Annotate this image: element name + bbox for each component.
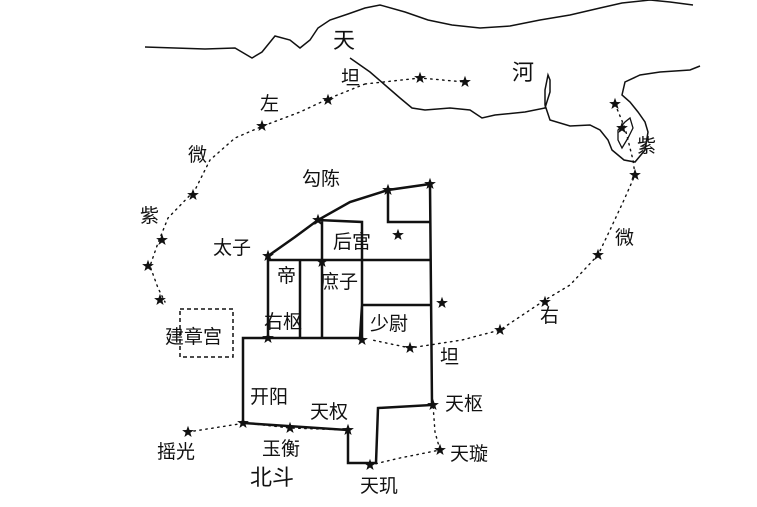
label-yaoguang: 摇光 bbox=[157, 441, 195, 463]
star-icon bbox=[404, 341, 416, 353]
star-icon bbox=[256, 119, 268, 131]
label-di: 帝 bbox=[277, 265, 296, 287]
star-icon bbox=[592, 248, 604, 260]
star-icon bbox=[262, 249, 274, 261]
star-icon bbox=[187, 188, 199, 200]
label-shaowei: 少尉 bbox=[370, 313, 408, 335]
star-icon bbox=[424, 177, 436, 189]
star-icon bbox=[414, 71, 426, 83]
star-icon bbox=[494, 323, 506, 335]
label-tan-right: 坦 bbox=[440, 346, 459, 368]
jianzhang-dashed-box bbox=[179, 308, 234, 358]
label-tianxuan: 天璇 bbox=[450, 443, 488, 465]
right-wall-dotted-line bbox=[371, 103, 636, 349]
star-icon bbox=[434, 443, 446, 455]
star-icon bbox=[382, 183, 394, 195]
star-icon bbox=[316, 255, 328, 267]
label-zuo: 左 bbox=[260, 93, 279, 115]
star-icon bbox=[609, 97, 621, 109]
gouchen-curve bbox=[267, 182, 431, 258]
milky-way-lower-edge bbox=[349, 57, 701, 163]
star-icon bbox=[262, 331, 274, 343]
label-tan-top: 坦 bbox=[341, 67, 360, 89]
label-wei-right: 微 bbox=[615, 227, 634, 249]
star-icon bbox=[154, 293, 166, 305]
star-icon bbox=[322, 93, 334, 105]
label-tianshu: 天枢 bbox=[445, 393, 483, 415]
star-icon bbox=[142, 259, 154, 271]
label-he: 河 bbox=[512, 61, 534, 86]
star-icon bbox=[616, 121, 628, 133]
star-icon bbox=[392, 228, 404, 240]
milky-way-inner-notch bbox=[617, 116, 634, 150]
label-yuheng: 玉衡 bbox=[262, 438, 300, 460]
star-icon bbox=[182, 425, 194, 437]
milky-way-upper-edge bbox=[144, 0, 694, 59]
label-you: 右 bbox=[540, 305, 559, 327]
label-tian: 天 bbox=[333, 29, 355, 54]
label-taizi: 太子 bbox=[213, 237, 251, 259]
star-icon bbox=[436, 296, 448, 308]
star-icon bbox=[539, 295, 551, 307]
label-gouchen: 勾陈 bbox=[302, 168, 340, 190]
label-jianzhang: 建章宫 bbox=[165, 326, 222, 348]
star-icon bbox=[364, 458, 376, 470]
label-shuzi: 庶子 bbox=[320, 271, 358, 293]
label-beidou: 北斗 bbox=[250, 466, 294, 491]
star-icon bbox=[629, 168, 641, 180]
label-wei-left: 微 bbox=[188, 144, 207, 166]
star-icon bbox=[284, 421, 296, 433]
label-youshu: 右枢 bbox=[264, 311, 302, 333]
left-wall-dotted-line bbox=[149, 77, 466, 303]
label-zi-left: 紫 bbox=[140, 205, 159, 227]
star-icon bbox=[459, 75, 471, 87]
star-icon bbox=[156, 233, 168, 245]
label-kaiyang: 开阳 bbox=[250, 386, 288, 408]
star-icon bbox=[312, 213, 324, 225]
label-tianji: 天玑 bbox=[360, 475, 398, 497]
star-icon bbox=[342, 423, 354, 435]
star-icon bbox=[356, 333, 368, 345]
label-zi-right: 紫 bbox=[637, 135, 656, 157]
stars-group bbox=[142, 71, 641, 470]
label-hougong: 后宫 bbox=[333, 231, 371, 253]
star-icon bbox=[427, 398, 439, 410]
label-tianquan: 天权 bbox=[310, 401, 348, 423]
star-icon bbox=[237, 416, 249, 428]
